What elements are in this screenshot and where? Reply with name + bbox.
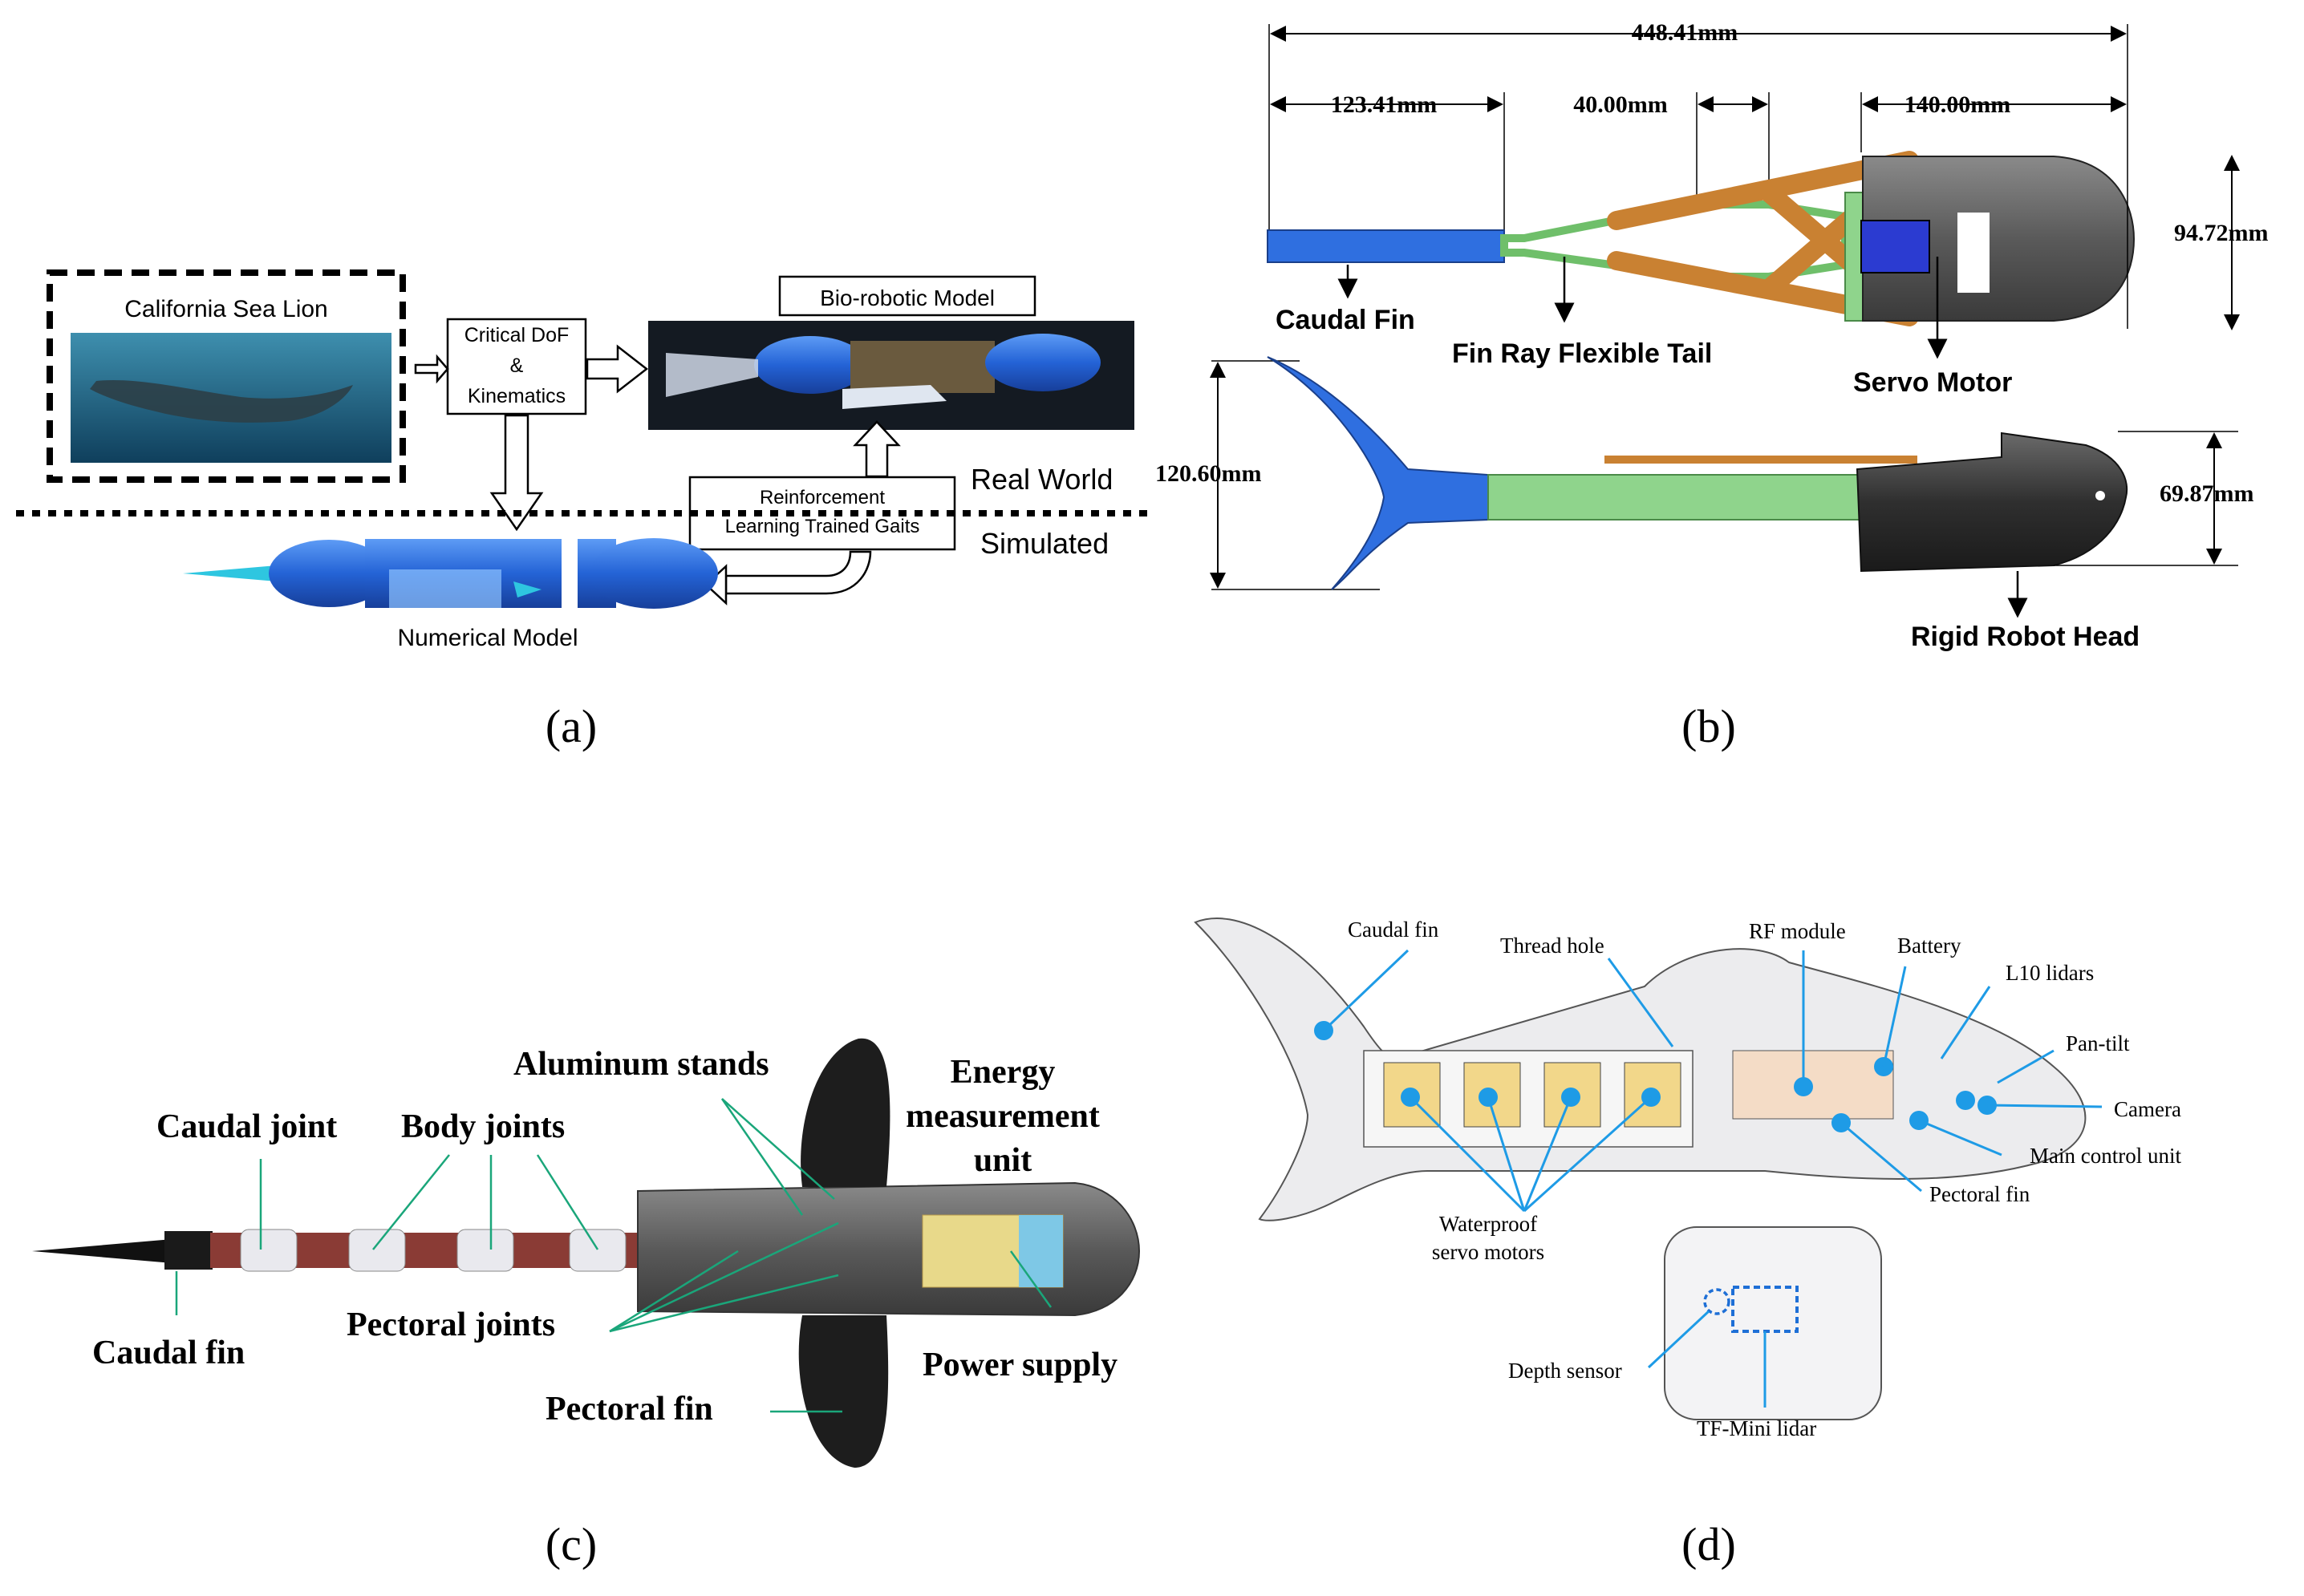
panel-b: 448.41mm 123.41mm 40.00mm 140.00mm 94.72…: [1155, 19, 2268, 752]
joint-2: [348, 1229, 406, 1272]
pectoral-fin-bottom: [798, 1315, 889, 1468]
dim-height-right: 69.87mm: [2160, 480, 2253, 507]
orange-link-top: [1607, 151, 1919, 326]
depth-marker: [1703, 1288, 1730, 1315]
arrow-rl-up: [853, 420, 901, 478]
fin-ray-side: [1487, 474, 1862, 521]
sensor-pod: [1664, 1226, 1882, 1420]
real-world-label: Real World: [971, 463, 1113, 496]
simulated-label: Simulated: [980, 527, 1109, 560]
label-caudal-fin: Caudal Fin: [1276, 305, 1415, 335]
dim-mid: 40.00mm: [1573, 91, 1667, 118]
label-head: Rigid Robot Head: [1911, 622, 2140, 652]
label-tf-mini: TF-Mini lidar: [1697, 1416, 1816, 1440]
caudal-fin-side: [1267, 356, 1489, 590]
joint-3: [456, 1229, 514, 1272]
robot-head-side: [1856, 431, 2128, 573]
label-servo: Servo Motor: [1853, 367, 2012, 398]
joint-1: [240, 1229, 298, 1272]
label-tail: Fin Ray Flexible Tail: [1452, 338, 1712, 369]
label-camera: Camera: [2114, 1097, 2181, 1121]
robot-head-top: [1862, 156, 2136, 322]
dim-height-left: 120.60mm: [1155, 460, 1261, 487]
label-caudal-fin-c: Caudal fin: [92, 1335, 245, 1371]
caption-d: (d): [1681, 1518, 1736, 1570]
power-supply-block: [1019, 1215, 1063, 1287]
label-energy-3: unit: [974, 1142, 1032, 1179]
label-thread-hole: Thread hole: [1500, 934, 1604, 958]
dof-box: [446, 318, 587, 415]
joint-4: [569, 1229, 627, 1272]
dim-head: 140.00mm: [1904, 91, 2010, 118]
green-rail-top: [1844, 192, 1864, 322]
label-rf-module: RF module: [1749, 919, 1846, 943]
head-eye: [2095, 491, 2105, 500]
orange-bar-side: [1604, 456, 1917, 464]
label-energy-1: Energy: [951, 1054, 1056, 1091]
caudal-black-block: [164, 1231, 213, 1270]
label-pan-tilt: Pan-tilt: [2066, 1031, 2130, 1055]
label-power: Power supply: [923, 1347, 1118, 1383]
label-servo-1: Waterproof: [1439, 1212, 1537, 1236]
label-body-joints: Body joints: [401, 1108, 565, 1145]
dim-fin: 123.41mm: [1331, 91, 1437, 118]
panel-a: California Sea Lion Critical DoF & Kinem…: [16, 269, 1155, 752]
label-depth: Depth sensor: [1508, 1359, 1622, 1383]
arrow-sim-to-rl: [724, 550, 872, 595]
dim-total: 448.41mm: [1632, 19, 1738, 46]
label-caudal-joint: Caudal joint: [156, 1108, 337, 1145]
panel-c: Aluminum stands Energy measurement unit …: [32, 1038, 1141, 1570]
caption-b: (b): [1681, 700, 1736, 752]
label-l10: L10 lidars: [2006, 961, 2094, 985]
sea-lion-frame: [47, 269, 406, 483]
rl-line-2: Learning Trained Gaits: [725, 516, 920, 537]
dof-line-3: Kinematics: [468, 385, 566, 407]
pectoral-fin-top: [801, 1038, 890, 1187]
label-energy-2: measurement: [906, 1098, 1100, 1135]
label-caudal-fin-d: Caudal fin: [1348, 917, 1439, 942]
bio-title-box: [778, 275, 1036, 317]
label-pectoral-fin-d: Pectoral fin: [1929, 1182, 2030, 1206]
caption-a: (a): [546, 700, 597, 752]
numerical-label: Numerical Model: [397, 625, 578, 651]
label-pectoral-fin-c: Pectoral fin: [546, 1391, 713, 1428]
arrow-dof-to-bio: [586, 344, 649, 394]
label-main-control: Main control unit: [2030, 1144, 2181, 1168]
bio-robot: [666, 334, 1101, 409]
panel-d: Caudal fin Thread hole RF module Battery…: [1194, 917, 2181, 1570]
numerical-model: [183, 538, 718, 609]
label-pectoral-joints: Pectoral joints: [347, 1306, 555, 1343]
caption-c: (c): [546, 1518, 597, 1570]
dof-line-1: Critical DoF: [464, 324, 570, 346]
dof-line-2: &: [510, 354, 524, 377]
servo-top: [1860, 220, 1930, 273]
sea-lion-title: California Sea Lion: [124, 296, 328, 322]
label-servo-2: servo motors: [1432, 1240, 1544, 1264]
label-battery: Battery: [1897, 934, 1961, 958]
rf-module-block: [1732, 1050, 1894, 1120]
sea-lion-silhouette: [90, 380, 353, 423]
caudal-fin-top: [1267, 229, 1505, 263]
dim-height-top: 94.72mm: [2174, 220, 2268, 246]
arrow-sealion-to-dof: [414, 354, 449, 384]
bio-title: Bio-robotic Model: [820, 286, 995, 310]
white-cutout-top: [1957, 213, 1990, 293]
arrow-dof-down: [489, 414, 544, 532]
label-aluminum: Aluminum stands: [513, 1046, 769, 1083]
leaders-d: [1322, 949, 2103, 1408]
rl-line-1: Reinforcement: [760, 487, 885, 508]
hull-c: [637, 1181, 1141, 1317]
caudal-fin-spike: [32, 1239, 172, 1263]
leaders-c: [175, 1098, 1053, 1413]
